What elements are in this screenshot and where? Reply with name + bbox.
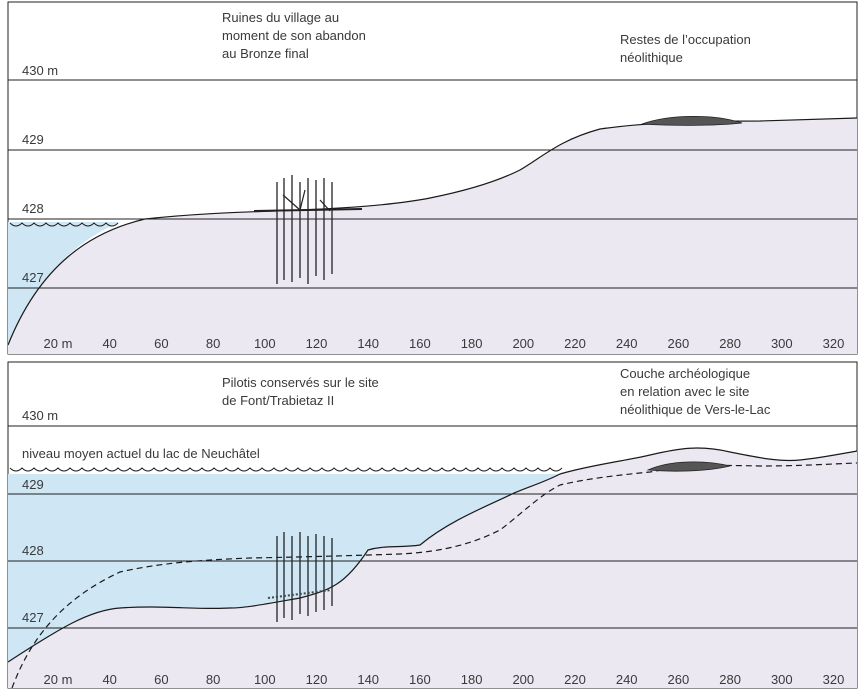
x-tick-label: 240 <box>616 672 638 687</box>
svg-text:de Font/Trabietaz II: de Font/Trabietaz II <box>222 393 334 408</box>
water-area <box>8 222 120 345</box>
y-label-429: 429 <box>22 477 44 492</box>
x-tick-label: 240 <box>616 336 638 351</box>
x-tick-label: 100 <box>254 672 276 687</box>
x-tick-label: 220 <box>564 672 586 687</box>
neolithic-layer <box>641 115 743 126</box>
x-tick-label: 300 <box>771 672 793 687</box>
neolithic-layer <box>646 461 731 472</box>
piles-top <box>276 175 333 284</box>
x-tick-label: 180 <box>461 336 483 351</box>
x-tick-label: 40 <box>102 336 116 351</box>
x-tick-label: 320 <box>823 672 845 687</box>
x-tick-label: 200 <box>512 336 534 351</box>
y-label-428: 428 <box>22 543 44 558</box>
x-tick-label: 60 <box>154 672 168 687</box>
x-tick-label: 120 <box>306 672 328 687</box>
ground-area <box>8 118 857 354</box>
annotation-top-right: Restes de l’occupation néolithique <box>620 32 751 65</box>
x-tick-label: 80 <box>206 672 220 687</box>
svg-text:Ruines du village au: Ruines du village au <box>222 10 339 25</box>
x-tick-label: 220 <box>564 336 586 351</box>
lake-surface <box>9 467 563 472</box>
terrain-line <box>7 447 858 663</box>
svg-text:Restes de l’occupation: Restes de l’occupation <box>620 32 751 47</box>
annotation-top-left: Ruines du village au moment de son aband… <box>222 10 366 61</box>
svg-text:Couche archéologique: Couche archéologique <box>620 366 750 381</box>
y-label-430: 430 m <box>22 408 58 423</box>
x-tick-label: 80 <box>206 336 220 351</box>
svg-text:moment de son abandon: moment de son abandon <box>222 28 366 43</box>
y-label-427: 427 <box>22 270 44 285</box>
lake-level-label: niveau moyen actuel du lac de Neuchâtel <box>22 446 260 461</box>
x-tick-label: 60 <box>154 336 168 351</box>
panel-bottom: 430 m 429 428 427 niveau moyen actuel du… <box>7 361 858 689</box>
x-tick-label: 280 <box>719 672 741 687</box>
x-tick-label: 120 <box>306 336 328 351</box>
x-tick-label: 280 <box>719 336 741 351</box>
annotation-bottom-left: Pilotis conservés sur le site de Font/Tr… <box>222 375 379 408</box>
y-label-429: 429 <box>22 132 44 147</box>
svg-text:au Bronze final: au Bronze final <box>222 46 309 61</box>
x-tick-label: 320 <box>823 336 845 351</box>
x-tick-label: 40 <box>102 672 116 687</box>
piles-bottom <box>276 532 333 622</box>
x-axis-bottom: 20 m 40 60 80 100 120 140 160 180 200 220 240 260 280… <box>44 672 845 687</box>
x-tick-label: 200 <box>512 672 534 687</box>
y-label-430: 430 m <box>22 63 58 78</box>
x-tick-label: 160 <box>409 672 431 687</box>
x-tick-label: 20 m <box>44 672 73 687</box>
x-tick-label: 160 <box>409 336 431 351</box>
y-label-427: 427 <box>22 610 44 625</box>
panel-top: 430 m 429 428 427 Ruines du village au m… <box>7 1 858 355</box>
x-tick-label: 260 <box>668 672 690 687</box>
y-label-428: 428 <box>22 201 44 216</box>
svg-text:néolithique: néolithique <box>620 50 683 65</box>
x-axis-top: 20 m 40 60 80 100 120 140 160 180 200 220 240 260 280… <box>44 336 845 351</box>
x-tick-label: 100 <box>254 336 276 351</box>
x-tick-label: 180 <box>461 672 483 687</box>
svg-text:néolithique de Vers-le-Lac: néolithique de Vers-le-Lac <box>620 402 771 417</box>
archaeological-level <box>267 589 333 599</box>
x-tick-label: 260 <box>668 336 690 351</box>
x-tick-label: 300 <box>771 336 793 351</box>
lake-surface <box>9 222 119 227</box>
annotation-bottom-right: Couche archéologique en relation avec le… <box>620 366 771 417</box>
svg-text:en relation avec le site: en relation avec le site <box>620 384 749 399</box>
svg-text:Pilotis conservés sur le site: Pilotis conservés sur le site <box>222 375 379 390</box>
x-tick-label: 20 m <box>44 336 73 351</box>
x-tick-label: 140 <box>357 672 379 687</box>
x-tick-label: 140 <box>357 336 379 351</box>
